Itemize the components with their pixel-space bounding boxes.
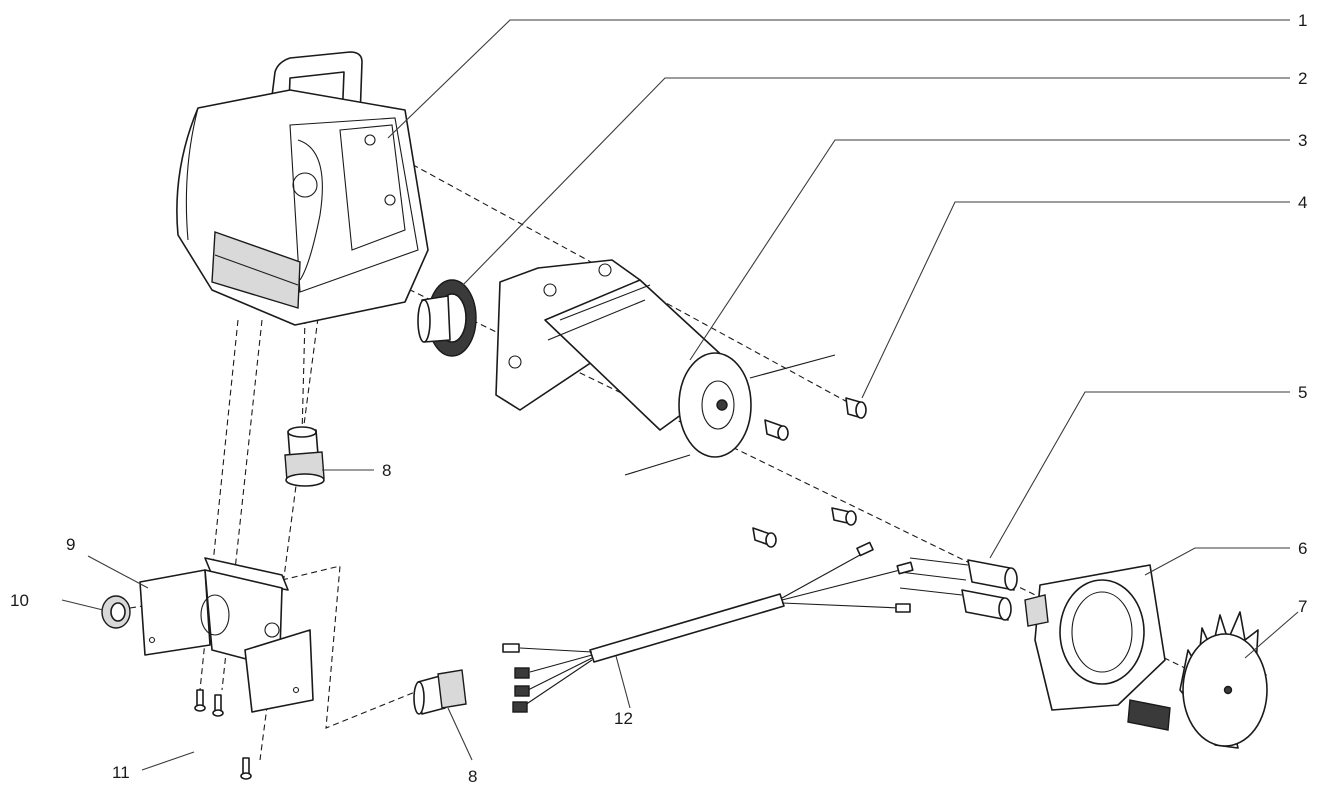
bolt-1: [194, 689, 206, 712]
callout-8-upper: 8: [382, 461, 391, 480]
screw-parts: [752, 397, 867, 548]
callout-8-lower: 8: [468, 767, 477, 786]
guide-bolt-line-1: [199, 319, 239, 691]
cable-gland-upper: [284, 426, 325, 487]
screw-motor-1: [764, 419, 789, 441]
leader-6: [1144, 547, 1290, 576]
end-plate-tab: [1127, 699, 1171, 731]
callout-2: 2: [1298, 69, 1307, 88]
leader-4: [861, 201, 1290, 399]
capacitor-part: [899, 557, 1018, 621]
motor-lead-upper: [749, 354, 836, 379]
callout-7: 7: [1298, 597, 1307, 616]
motor-part: [495, 259, 836, 476]
terminal-2: [896, 561, 914, 575]
terminal-4: [502, 643, 520, 653]
gear-part: [417, 279, 477, 357]
bracket-left-plate: [139, 569, 211, 656]
callout-9: 9: [66, 535, 75, 554]
bolt-2: [212, 694, 224, 717]
fan-part: [1179, 611, 1268, 749]
wire-harness-part: [502, 541, 914, 713]
end-plate-part: [1024, 564, 1171, 731]
housing-part: [176, 51, 429, 326]
callout-11: 11: [112, 763, 130, 782]
screw-motor-2: [831, 507, 857, 526]
leader-2: [459, 77, 1290, 289]
leader-lines: [61, 19, 1299, 771]
guide-plate-gland-line: [281, 565, 416, 729]
terminal-7: [512, 701, 528, 713]
callout-6: 6: [1298, 539, 1307, 558]
callout-10: 10: [10, 591, 29, 610]
guide-screw-line: [394, 154, 863, 411]
callout-4: 4: [1298, 193, 1307, 212]
bracket-part: [139, 557, 314, 713]
leader-10: [61, 599, 104, 611]
bolt-3: [240, 757, 252, 780]
terminal-5: [514, 667, 530, 679]
motor-end-cap: [678, 352, 752, 458]
leader-11: [141, 751, 195, 771]
leader-1: [387, 19, 1290, 139]
callout-1: 1: [1298, 11, 1307, 30]
screw-motor-3: [752, 527, 777, 548]
screw-4: [845, 397, 867, 419]
leader-7: [1244, 611, 1299, 659]
leader-8b: [447, 707, 473, 761]
leader-3: [689, 139, 1290, 361]
leader-9: [87, 555, 149, 589]
leader-5: [989, 391, 1290, 559]
cable-gland-lower: [413, 669, 467, 715]
end-plate-boss: [1024, 594, 1049, 627]
callout-12: 12: [614, 709, 633, 728]
leader-12: [615, 655, 631, 709]
nut-part: [101, 595, 131, 629]
callout-3: 3: [1298, 131, 1307, 150]
callout-5: 5: [1298, 383, 1307, 402]
capacitor-upper: [967, 559, 1015, 591]
capacitor-lower: [961, 589, 1009, 621]
terminal-1: [856, 541, 874, 557]
terminal-3: [895, 603, 911, 613]
motor-lead-lower: [624, 454, 691, 476]
bracket-top: [204, 557, 289, 591]
terminal-6: [514, 685, 530, 697]
harness-sleeve: [589, 593, 785, 663]
callout-numbers: 1 2 3 4 5 6 7 8 8 9 10 11 12: [10, 11, 1307, 786]
bracket-right-plate: [244, 629, 314, 713]
bolt-parts: [194, 689, 252, 780]
